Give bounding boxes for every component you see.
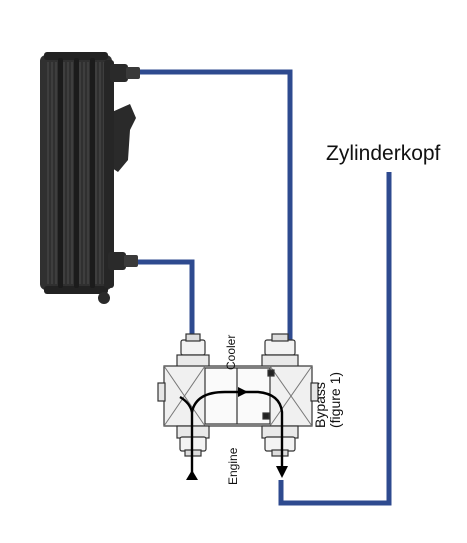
bypass-flow-arrow — [190, 390, 284, 466]
destination-label: Zylinderkopf — [326, 142, 441, 165]
oil-cooler-icon — [40, 52, 140, 304]
hose-lines — [138, 69, 392, 506]
center-arrowhead — [238, 387, 248, 397]
bypass-label: Bypass (figure 1) — [312, 371, 343, 428]
flow-arrows — [179, 390, 284, 478]
hose-lower — [138, 259, 195, 343]
hose-return — [278, 172, 392, 506]
engine-label: Engine — [226, 447, 240, 485]
hose-upper — [140, 69, 293, 343]
cooler-label: Cooler — [224, 334, 238, 370]
inlet-arrowhead — [186, 470, 198, 480]
outlet-arrowhead — [276, 466, 288, 478]
